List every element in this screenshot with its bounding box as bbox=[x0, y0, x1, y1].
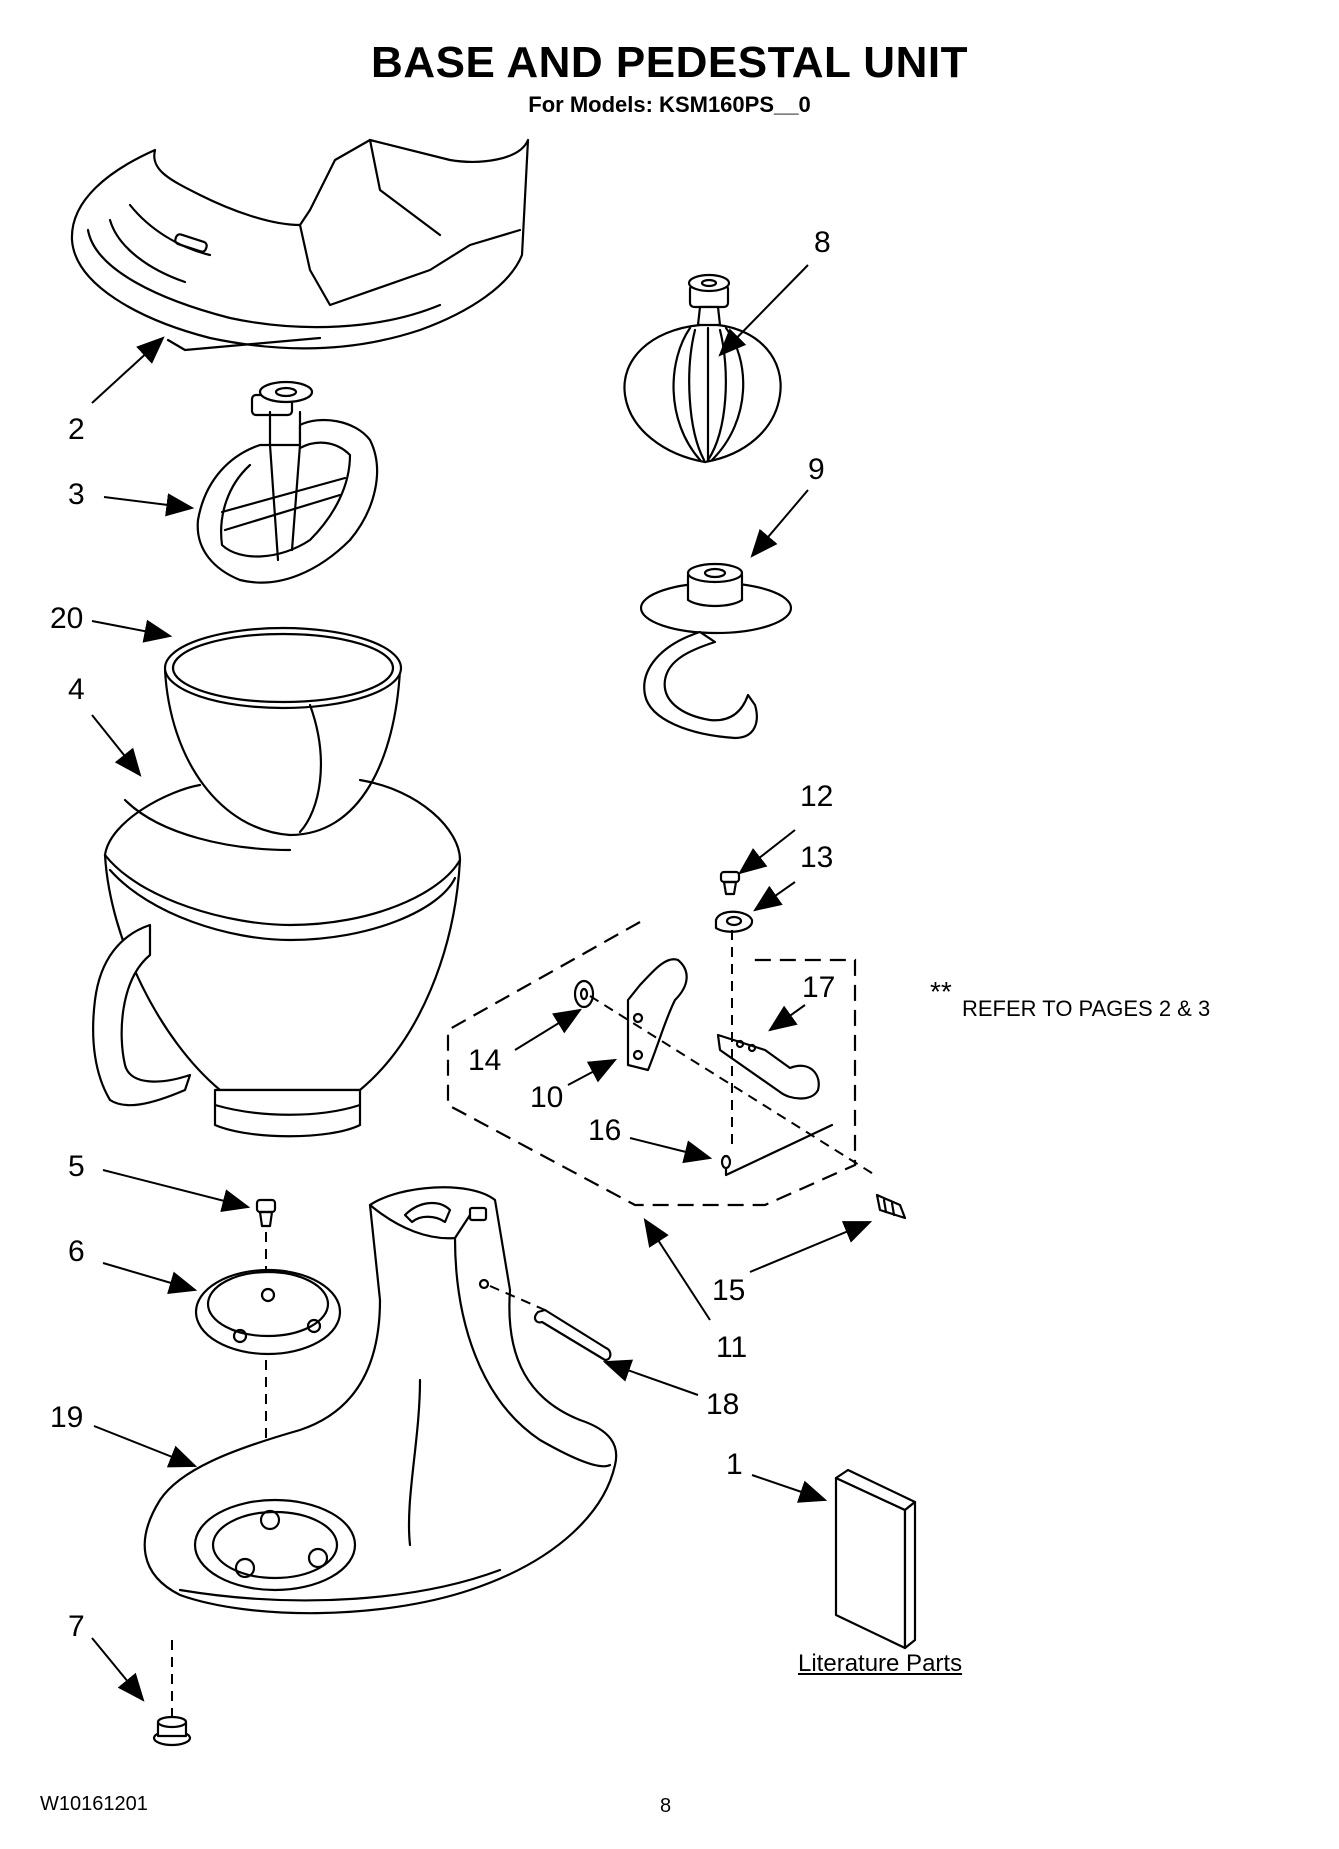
leader-arrows bbox=[91, 264, 873, 1702]
models-subtitle: For Models: KSM160PS__0 bbox=[528, 92, 811, 117]
bowl-5qt-part bbox=[163, 626, 403, 837]
page-title: BASE AND PEDESTAL UNIT bbox=[371, 38, 968, 87]
callout-15: 15 bbox=[712, 1274, 746, 1307]
literature-booklet-part bbox=[834, 1468, 917, 1650]
pin-18-part bbox=[533, 1308, 612, 1362]
callout-7: 7 bbox=[68, 1610, 85, 1643]
pin-15-part bbox=[875, 1193, 907, 1220]
callout-4: 4 bbox=[68, 673, 85, 706]
page-number: 8 bbox=[660, 1795, 672, 1817]
plate-6-part bbox=[194, 1268, 342, 1520]
callout-1: 1 bbox=[726, 1448, 743, 1481]
callout-14: 14 bbox=[468, 1044, 502, 1077]
callout-19: 19 bbox=[50, 1401, 84, 1434]
callout-18: 18 bbox=[706, 1388, 740, 1421]
bracket-10-part bbox=[626, 958, 688, 1072]
document-number: W10161201 bbox=[40, 1793, 148, 1815]
note-asterisks: ** bbox=[930, 976, 952, 1007]
callout-6: 6 bbox=[68, 1235, 85, 1268]
flat-beater-part bbox=[196, 380, 379, 584]
literature-parts-label: Literature Parts bbox=[798, 1650, 963, 1677]
pedestal-19-part bbox=[143, 1186, 618, 1615]
pouring-shield-part bbox=[70, 138, 530, 352]
callout-3: 3 bbox=[68, 478, 85, 511]
rod-16-part bbox=[720, 1123, 834, 1177]
callout-13: 13 bbox=[800, 841, 834, 874]
screw-12-part bbox=[719, 870, 741, 896]
callout-5: 5 bbox=[68, 1150, 85, 1183]
assembly-centerline bbox=[589, 930, 876, 1176]
callout-9: 9 bbox=[808, 453, 825, 486]
hinge-assembly-boundary bbox=[446, 921, 857, 1207]
callout-8: 8 bbox=[814, 226, 831, 259]
dough-hook-part bbox=[639, 562, 793, 740]
callout-10: 10 bbox=[530, 1081, 564, 1114]
callout-11: 11 bbox=[716, 1331, 748, 1364]
mixing-bowl-part bbox=[92, 778, 462, 1138]
washer-14-part bbox=[573, 979, 595, 1009]
callout-20: 20 bbox=[50, 602, 84, 635]
foot-7-part bbox=[152, 1640, 192, 1747]
callout-12: 12 bbox=[800, 780, 834, 813]
lever-17-part bbox=[716, 1033, 820, 1100]
callout-17: 17 bbox=[802, 971, 836, 1004]
refer-pages-note: REFER TO PAGES 2 & 3 bbox=[962, 996, 1211, 1021]
washer-13-part bbox=[714, 910, 754, 933]
callout-16: 16 bbox=[588, 1114, 622, 1147]
screw-5-part bbox=[255, 1198, 277, 1270]
wire-whip-part bbox=[623, 273, 782, 464]
callout-2: 2 bbox=[68, 413, 85, 446]
